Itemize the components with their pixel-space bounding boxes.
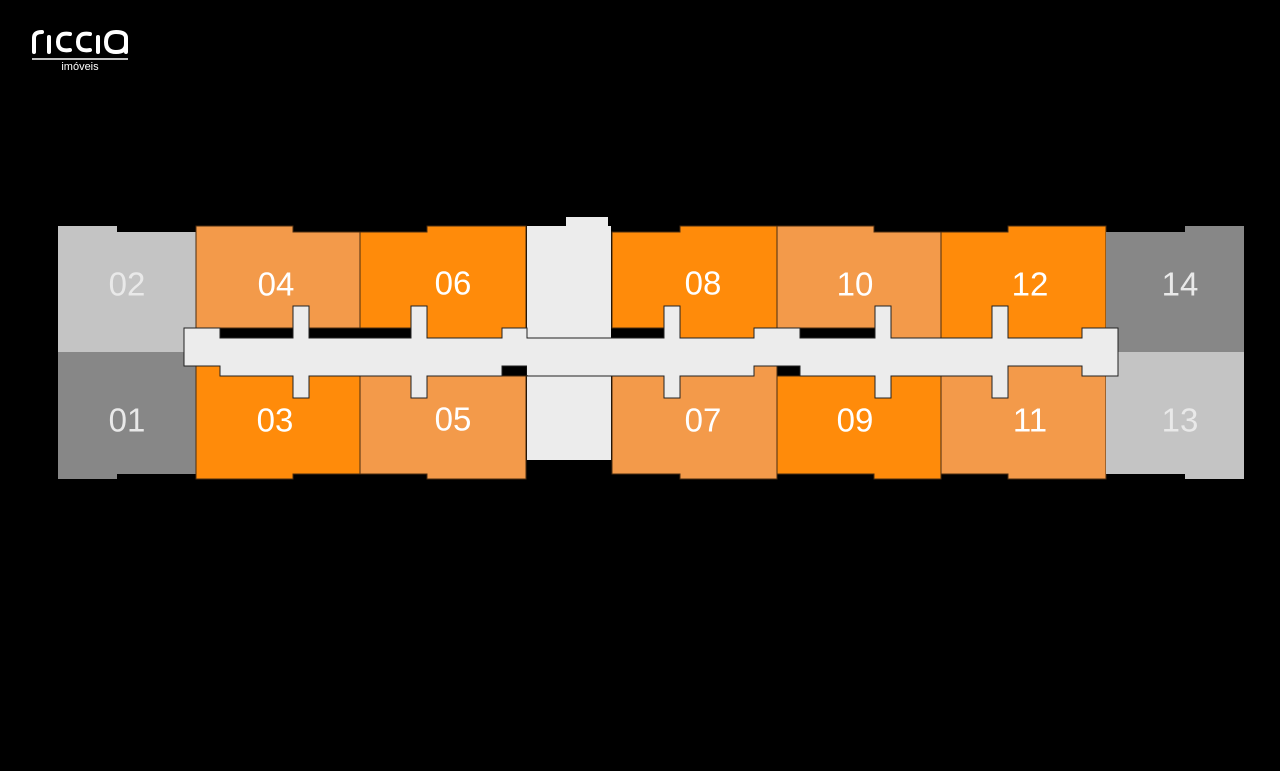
unit-label-02: 02 [109,266,146,303]
unit-08[interactable]: 08 [611,225,778,339]
brand-logo: imóveis [32,29,128,73]
unit-label-13: 13 [1162,402,1199,439]
unit-label-14: 14 [1162,266,1199,303]
unit-label-07: 07 [685,402,722,439]
core-top-notch [566,217,608,229]
unit-label-12: 12 [1012,266,1049,303]
unit-02[interactable]: 02 [58,226,196,352]
unit-05[interactable]: 05 [359,365,527,480]
unit-label-03: 03 [257,402,294,439]
unit-label-11: 11 [1013,402,1047,439]
unit-04[interactable]: 04 [195,225,361,339]
unit-label-06: 06 [435,265,472,302]
unit-06[interactable]: 06 [359,225,527,339]
core-corridor-join [527,339,611,375]
unit-13[interactable]: 13 [1106,352,1244,479]
unit-label-08: 08 [685,265,722,302]
logo-wordmark-icon [32,29,128,55]
unit-label-09: 09 [837,402,874,439]
unit-label-10: 10 [837,266,874,303]
logo-subtitle: imóveis [61,61,99,73]
unit-label-01: 01 [109,402,146,439]
unit-label-05: 05 [435,401,472,438]
unit-03[interactable]: 03 [195,365,361,480]
unit-07[interactable]: 07 [611,365,778,480]
hallway-corridor [183,305,1119,399]
unit-label-04: 04 [258,266,295,303]
unit-01[interactable]: 01 [58,352,196,479]
unit-14[interactable]: 14 [1106,226,1244,352]
unit-11[interactable]: 11 [940,365,1107,480]
unit-09[interactable]: 09 [776,365,942,480]
unit-10[interactable]: 10 [776,225,942,339]
unit-12[interactable]: 12 [940,225,1107,339]
